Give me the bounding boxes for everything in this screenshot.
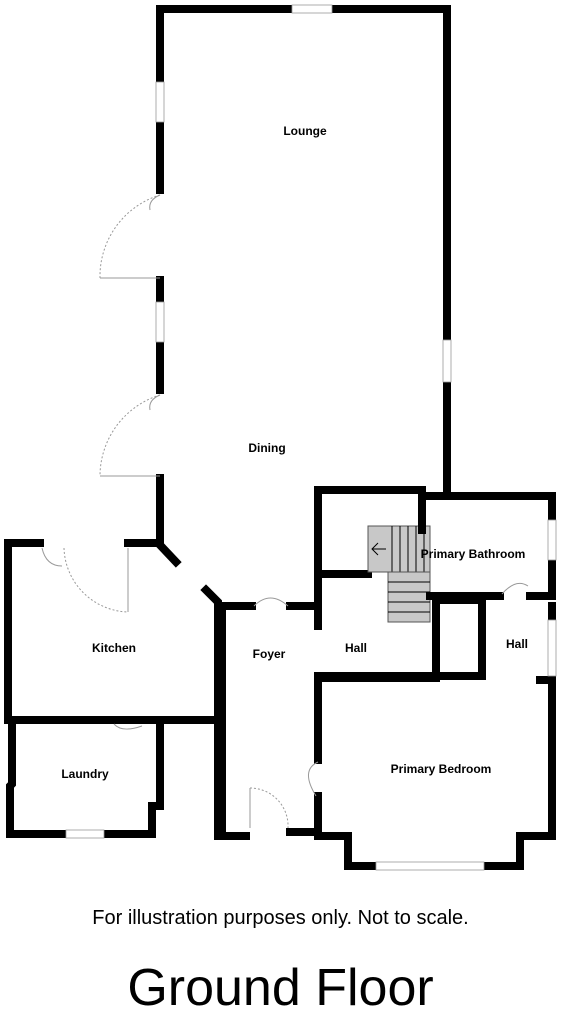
staircase	[367, 525, 431, 623]
bedroom-door	[308, 761, 319, 797]
lounge-patio-door	[99, 194, 161, 279]
floor-plan: Lounge Dining Kitchen Laundry Foyer Hall…	[4, 4, 557, 871]
floor-name-title: Ground Floor	[127, 959, 434, 1017]
front-door	[249, 787, 289, 829]
room-label-dining: Dining	[248, 441, 285, 455]
dining-right-window	[442, 339, 452, 383]
laundry-door	[113, 723, 143, 730]
room-label-kitchen: Kitchen	[92, 641, 136, 655]
primary-bathroom-walls	[418, 492, 556, 600]
lounge-left-window	[155, 81, 165, 123]
room-label-laundry: Laundry	[61, 767, 109, 781]
room-label-lounge: Lounge	[283, 124, 327, 138]
dining-left-window	[155, 301, 165, 343]
foyer-walls	[218, 602, 322, 840]
room-label-primary-bathroom: Primary Bathroom	[421, 547, 526, 561]
kitchen-laundry-walls	[4, 539, 222, 840]
bathroom-door	[501, 582, 529, 595]
bathroom-window	[547, 519, 557, 561]
laundry-window	[65, 829, 105, 839]
dining-patio-door	[99, 394, 161, 477]
room-label-foyer: Foyer	[253, 647, 286, 661]
primary-bedroom-walls	[314, 676, 556, 870]
stair-arrow-icon	[371, 542, 386, 556]
lounge-top-window	[291, 4, 333, 14]
room-label-primary-bedroom: Primary Bedroom	[391, 762, 492, 776]
right-hall-window	[547, 619, 557, 677]
disclaimer-text: For illustration purposes only. Not to s…	[92, 907, 469, 929]
room-label-hall-center: Hall	[345, 641, 367, 655]
lounge-dining-walls	[156, 5, 451, 568]
kitchen-door	[41, 547, 129, 613]
bedroom-window	[375, 861, 485, 871]
foyer-inner-door	[253, 597, 289, 607]
room-label-hall-right: Hall	[506, 637, 528, 651]
